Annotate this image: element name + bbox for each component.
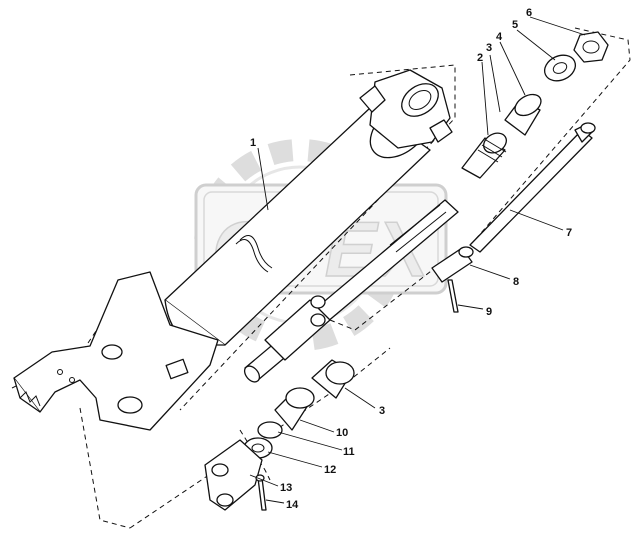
hex-nut (573, 31, 609, 63)
callout-4: 4 (496, 31, 503, 43)
lever-13 (204, 439, 263, 511)
spacer-10 (274, 387, 315, 431)
callout-3-upper: 3 (486, 42, 492, 54)
callout-1: 1 (250, 137, 256, 149)
callout-11: 11 (343, 446, 355, 458)
washer-11 (257, 421, 283, 439)
callout-14: 14 (286, 499, 299, 511)
washer (543, 54, 577, 82)
callout-12: 12 (324, 464, 336, 476)
callout-labels: 1 2 3 4 5 6 7 8 9 3 10 11 12 13 14 (250, 7, 572, 511)
callout-5: 5 (512, 19, 518, 31)
callout-leader-lines (249, 16, 586, 504)
bushing (504, 93, 542, 136)
callout-13: 13 (280, 482, 292, 494)
callout-2: 2 (477, 52, 483, 64)
threaded-sleeve (461, 132, 507, 179)
housing-tube (164, 69, 453, 346)
clevis (431, 246, 474, 283)
lower-bushing-3 (311, 359, 355, 399)
callout-9: 9 (486, 306, 492, 318)
callout-10: 10 (336, 427, 348, 439)
callout-3-lower: 3 (379, 405, 385, 417)
callout-6: 6 (526, 7, 532, 19)
callout-8: 8 (513, 276, 519, 288)
shaft (243, 199, 459, 383)
pin (447, 279, 459, 313)
mounting-bracket (13, 271, 219, 431)
rod (469, 122, 596, 253)
callout-7: 7 (566, 227, 572, 239)
